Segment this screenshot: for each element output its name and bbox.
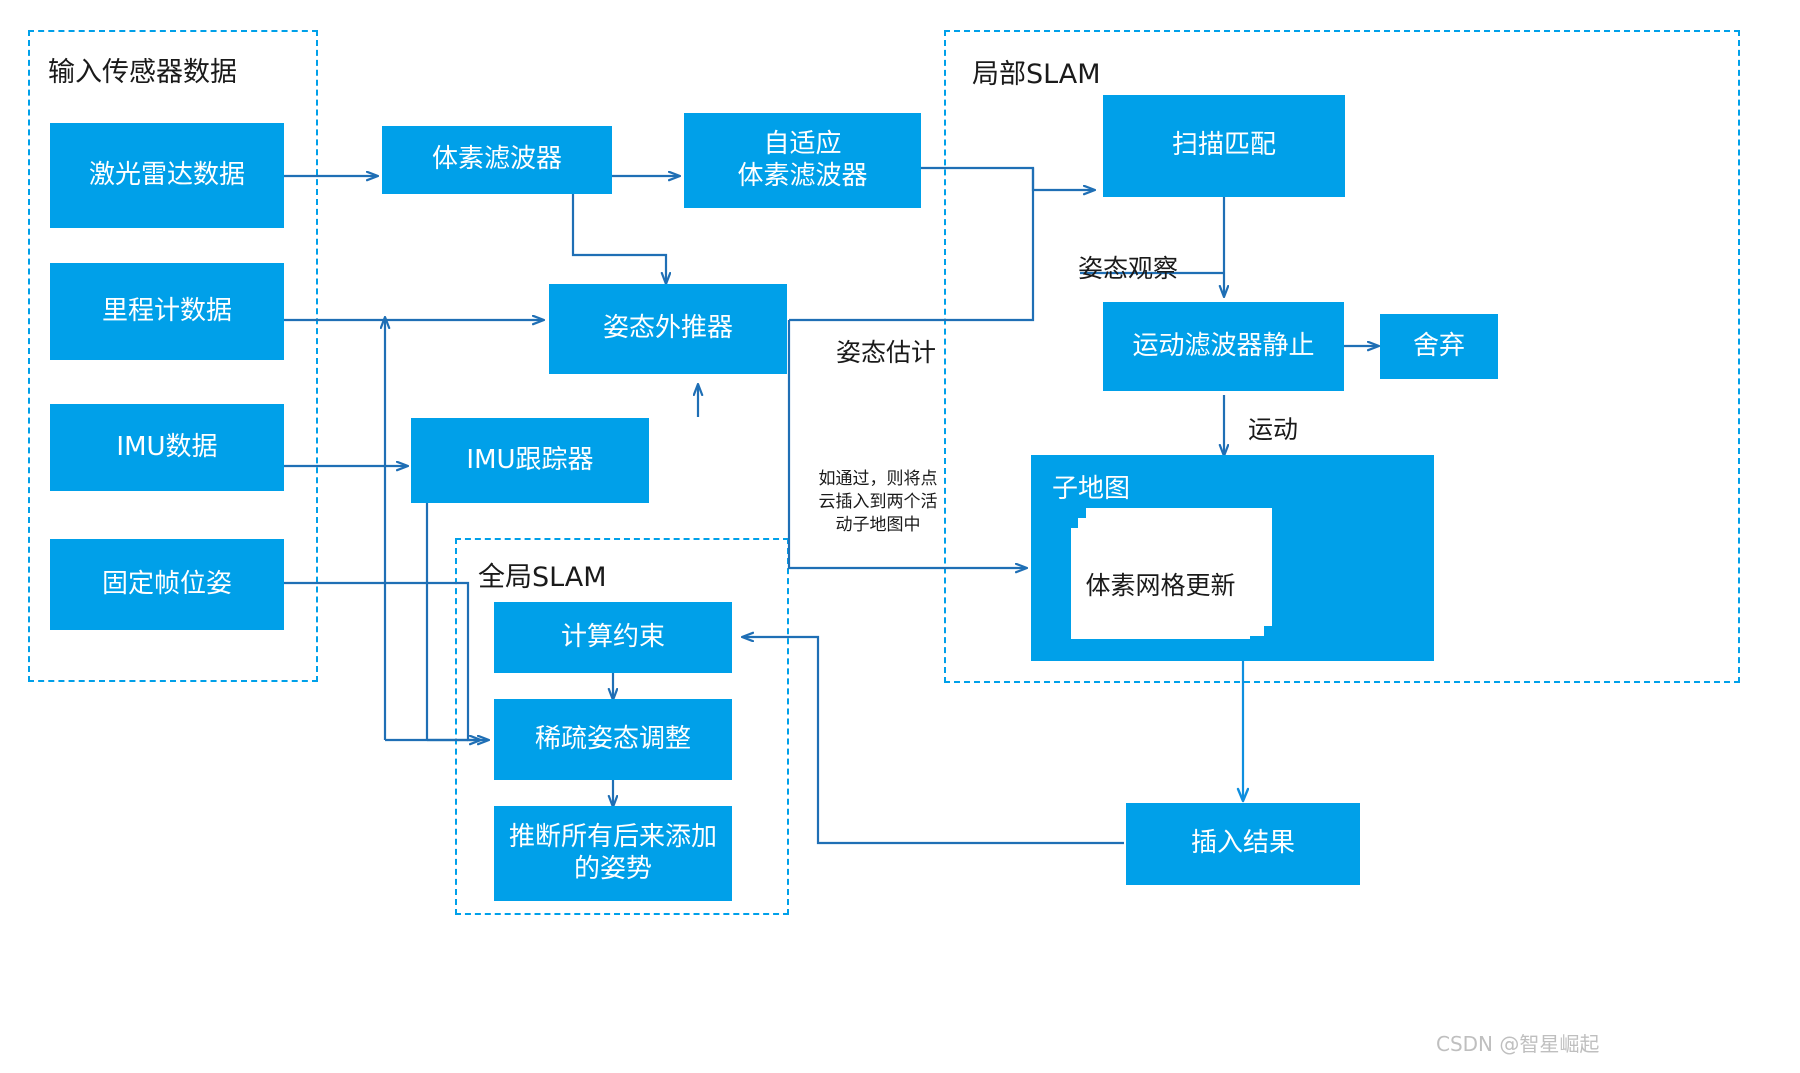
node-insert-result[interactable]: 插入结果 bbox=[1126, 803, 1360, 885]
extrapolate-poses-line-1: 推断所有后来添加 bbox=[508, 821, 717, 852]
submap-card-front[interactable]: 体素网格更新 bbox=[1071, 528, 1250, 639]
node-imu-data[interactable]: IMU数据 bbox=[50, 404, 284, 491]
watermark: CSDN @智星崛起 bbox=[1436, 1032, 1600, 1056]
node-lidar-data[interactable]: 激光雷达数据 bbox=[50, 123, 284, 228]
node-pose-extrapolator[interactable]: 姿态外推器 bbox=[549, 284, 787, 374]
node-sparse-pose-adjustment[interactable]: 稀疏姿态调整 bbox=[494, 699, 732, 780]
adaptive-voxel-filter-line-1: 自适应 bbox=[763, 128, 842, 159]
extrapolate-poses-line-2: 的姿势 bbox=[573, 853, 652, 884]
group-title-input-sensor-data: 输入传感器数据 bbox=[48, 57, 237, 88]
edge-label-pose-estimate: 姿态估计 bbox=[836, 338, 937, 367]
node-discard[interactable]: 舍弃 bbox=[1380, 314, 1498, 379]
edge-label-pose-observation: 姿态观察 bbox=[1078, 254, 1179, 283]
edge-label-motion: 运动 bbox=[1248, 415, 1299, 444]
node-extrapolate-poses[interactable]: 推断所有后来添加 的姿势 bbox=[494, 806, 732, 901]
submap-title: 子地图 bbox=[1052, 474, 1131, 504]
group-title-global-slam: 全局SLAM bbox=[478, 562, 607, 593]
node-fixed-frame-pose[interactable]: 固定帧位姿 bbox=[50, 539, 284, 630]
note-insert-condition: 如通过，则将点云插入到两个活动子地图中 bbox=[818, 469, 938, 535]
node-imu-tracker[interactable]: IMU跟踪器 bbox=[411, 418, 649, 503]
adaptive-voxel-filter-line-2: 体素滤波器 bbox=[737, 160, 868, 191]
node-adaptive-voxel-filter[interactable]: 自适应 体素滤波器 bbox=[684, 113, 921, 208]
group-input-sensor-data bbox=[28, 30, 318, 682]
group-title-local-slam: 局部SLAM bbox=[972, 59, 1101, 90]
node-motion-filter[interactable]: 运动滤波器静止 bbox=[1103, 302, 1344, 391]
node-scan-matching[interactable]: 扫描匹配 bbox=[1103, 95, 1345, 197]
node-compute-constraints[interactable]: 计算约束 bbox=[494, 602, 732, 673]
node-voxel-filter[interactable]: 体素滤波器 bbox=[382, 126, 612, 194]
node-odometry-data[interactable]: 里程计数据 bbox=[50, 263, 284, 360]
